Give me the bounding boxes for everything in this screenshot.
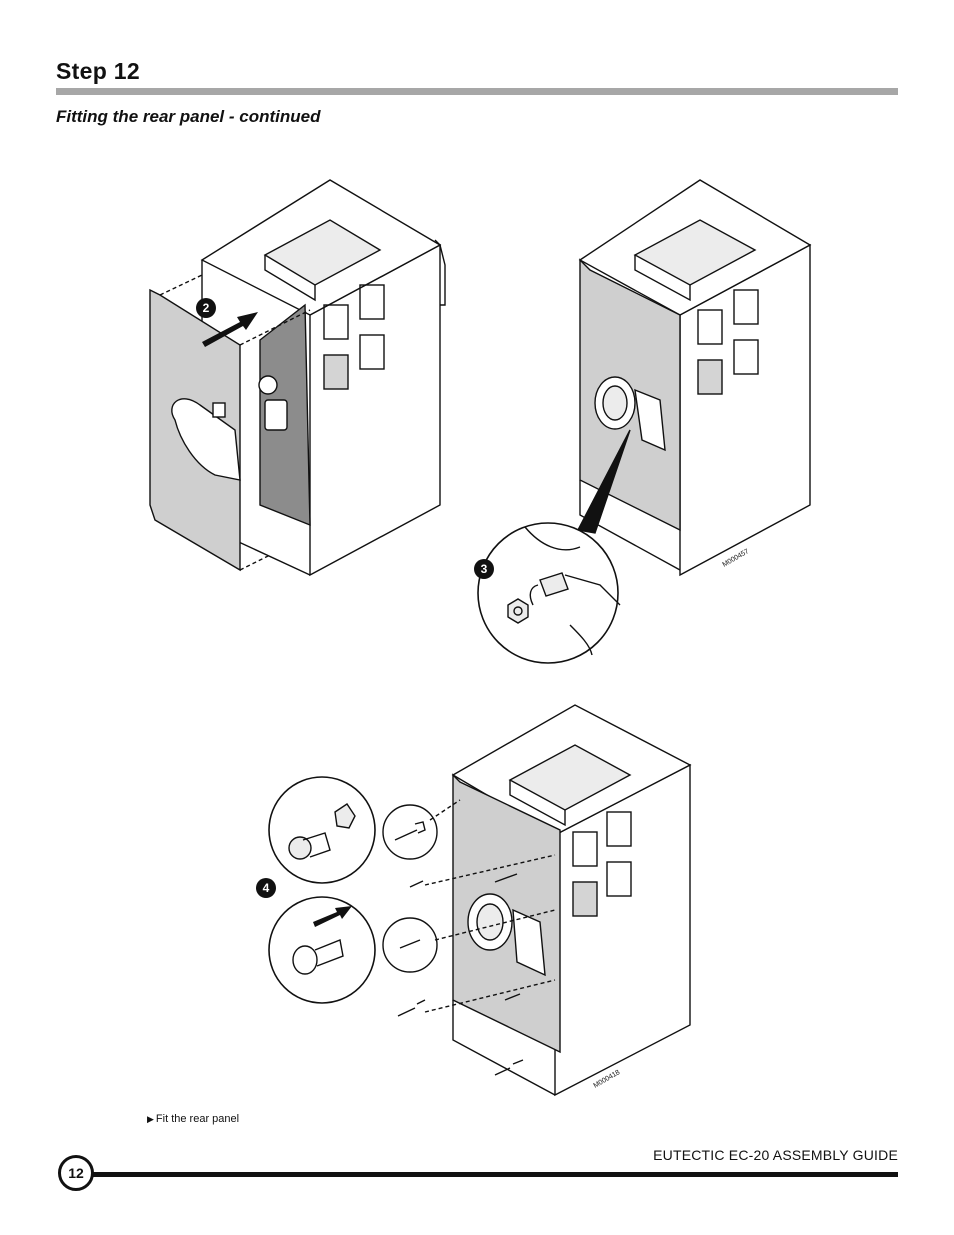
figure-top-left-cabinet: 2: [149, 179, 446, 577]
callout-badge-3: [474, 559, 494, 579]
figure-bottom-cabinet: 4 M000418: [256, 704, 692, 1097]
figure-top-right-cabinet: 3 M000457: [474, 179, 812, 664]
svg-text:3: 3: [481, 562, 488, 576]
caption-text: Fit the rear panel: [155, 1113, 240, 1125]
instruction-caption: ▶Fit the rear panel: [147, 1113, 239, 1125]
callout-badge-4: [256, 878, 276, 898]
page-number-badge: 12: [58, 1155, 94, 1191]
guide-title: EUTECTIC EC-20 ASSEMBLY GUIDE: [653, 1147, 898, 1163]
svg-text:4: 4: [263, 881, 270, 895]
svg-text:2: 2: [203, 301, 210, 315]
title-divider: [56, 88, 898, 95]
page-title: Step 12: [56, 58, 140, 84]
callout-badge-2: [196, 298, 216, 318]
footer-divider: [70, 1172, 898, 1177]
model-code-label: M000457: [722, 548, 751, 569]
triangle-right-icon: ▶: [147, 1114, 154, 1124]
section-subtitle: Fitting the rear panel - continued: [56, 107, 321, 126]
